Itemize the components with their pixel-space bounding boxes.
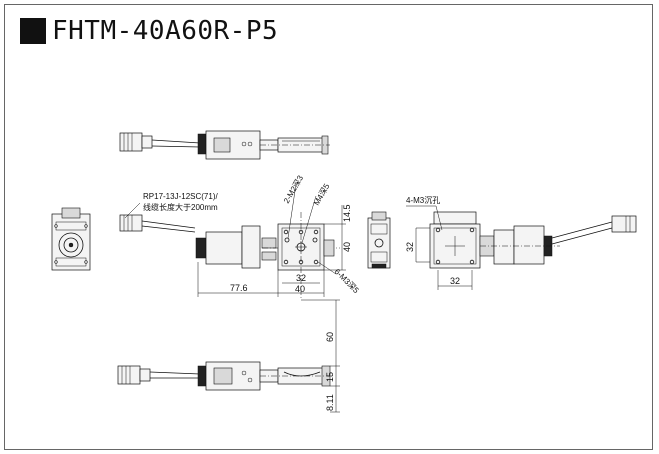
left-end-view (51, 207, 91, 271)
right-side-view (429, 211, 637, 269)
dim-8-11: 8.11 (325, 394, 335, 411)
connector-note: RP17-13J-12SC(71)/ (143, 192, 218, 201)
title-marker (20, 18, 46, 44)
connector-plug-front (119, 214, 143, 232)
connector-plug (119, 132, 143, 152)
page-title: FHTM-40A60R-P5 (52, 16, 279, 46)
front-view (119, 212, 340, 300)
dim-32-side: 32 (405, 242, 415, 252)
cable (151, 139, 201, 144)
m3-note: 6-M3深5 (333, 267, 361, 295)
bottom-view (117, 361, 332, 391)
drawing-frame (4, 4, 653, 450)
connector-plug-bottom (117, 365, 141, 385)
connector-plug-right (611, 215, 637, 233)
dim-60: 60 (325, 332, 335, 342)
m4-note: M4深5 (312, 182, 332, 207)
motor-front (205, 231, 243, 265)
dim-77-6: 77.6 (230, 283, 248, 293)
title-block: FHTM-40A60R-P5 (20, 14, 278, 48)
end-side-body (367, 217, 391, 269)
dim-40-horizontal: 40 (295, 284, 305, 294)
counterbore-note: 4-M3沉孔 (406, 196, 440, 205)
end-plate (51, 213, 91, 271)
side-end-view (367, 211, 391, 269)
dimension-lines (124, 183, 473, 413)
dim-40-vertical: 40 (342, 242, 352, 252)
dim-32-horizontal: 32 (296, 273, 306, 283)
right-motor (513, 225, 545, 265)
dim-15: 15 (325, 372, 335, 382)
cable-note: 线缆长度大于200mm (143, 202, 218, 212)
top-view (119, 130, 330, 160)
dim-32-right: 32 (450, 276, 460, 286)
dim-14-5: 14.5 (342, 204, 352, 222)
